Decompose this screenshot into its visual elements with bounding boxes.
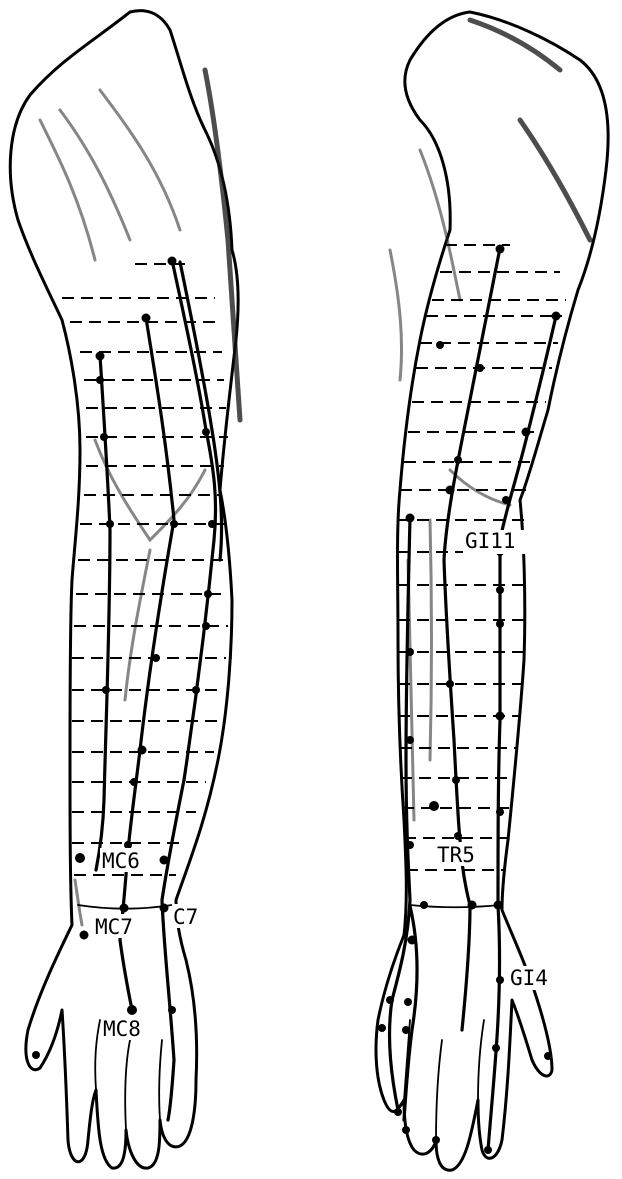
right-arm-outline	[376, 12, 608, 1170]
label-mc8: MC8	[103, 1017, 141, 1041]
label-mc7: MC7	[95, 915, 133, 939]
label-gi11: GI11	[465, 529, 516, 553]
right-upper-shading-2	[390, 250, 402, 380]
left-arm-inner-view: MC6 MC7 C7 MC8	[10, 11, 240, 1169]
label-tr5: TR5	[437, 843, 475, 867]
label-mc6: MC6	[102, 849, 140, 873]
left-arm-outline	[10, 11, 238, 1169]
right-arm-outer-view: GI11 TR5 GI4	[376, 12, 608, 1170]
label-gi4: GI4	[510, 966, 548, 990]
right-forearm-shading-1	[430, 520, 432, 760]
label-c7: C7	[173, 905, 198, 929]
